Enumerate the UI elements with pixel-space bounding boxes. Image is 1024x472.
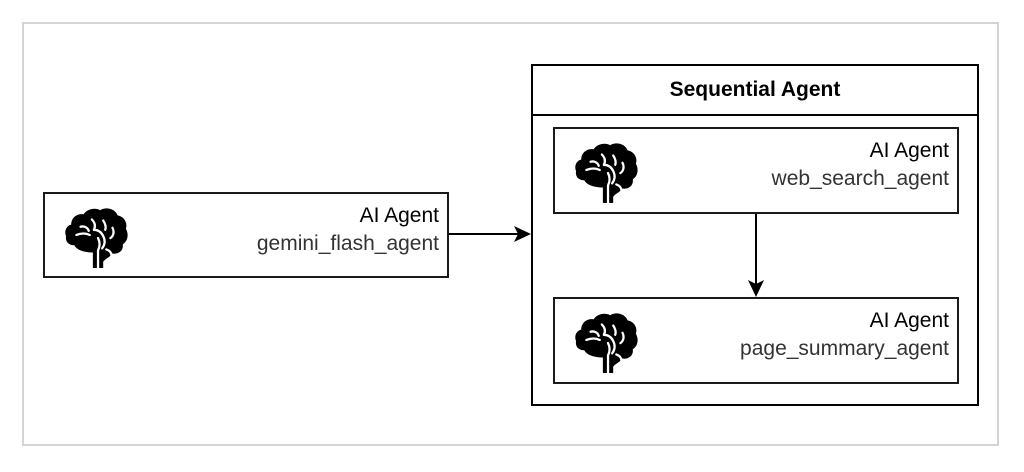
agent-node-page-summary[interactable]: AI Agent page_summary_agent (553, 297, 959, 384)
agent-name-label: page_summary_agent (740, 337, 949, 360)
agent-node-gemini-flash[interactable]: AI Agent gemini_flash_agent (43, 192, 449, 278)
edge-gemini-to-sequential (449, 226, 531, 242)
edge-web-search-to-page-summary (748, 214, 764, 297)
agent-name-label: gemini_flash_agent (256, 232, 439, 255)
agent-type-label: AI Agent (359, 204, 439, 227)
agent-type-label: AI Agent (869, 139, 949, 162)
arrowhead-down-icon (748, 280, 764, 297)
agent-node-web-search[interactable]: AI Agent web_search_agent (553, 127, 959, 214)
container-title: Sequential Agent (533, 66, 977, 116)
arrowhead-right-icon (514, 226, 531, 242)
agent-type-label: AI Agent (869, 309, 949, 332)
agent-name-label: web_search_agent (771, 167, 949, 190)
